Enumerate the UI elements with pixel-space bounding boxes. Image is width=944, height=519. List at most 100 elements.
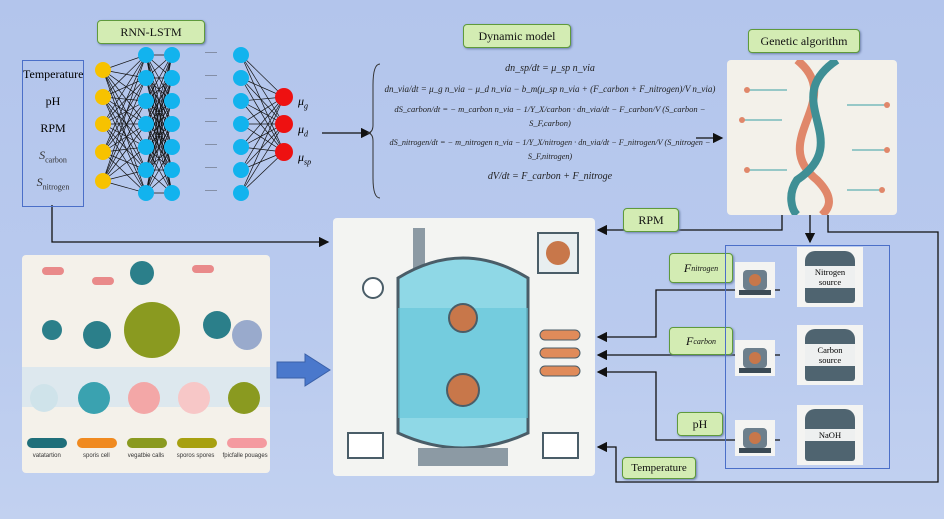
hidden-node bbox=[233, 47, 249, 63]
network-connection bbox=[102, 96, 147, 125]
hidden-node bbox=[164, 116, 180, 132]
layer-ellipsis: ...... bbox=[205, 138, 217, 147]
layer-ellipsis: ...... bbox=[205, 161, 217, 170]
mu-symbol: μ bbox=[298, 122, 305, 136]
hidden-node bbox=[138, 70, 154, 86]
equation-scarbon: dS_carbon/dt = − m_carbon n_via − 1/Y_X/… bbox=[394, 104, 706, 128]
hidden-node bbox=[138, 116, 154, 132]
s-subscript: carbon bbox=[45, 155, 67, 165]
hidden-node bbox=[138, 93, 154, 109]
layer-ellipsis: ...... bbox=[205, 115, 217, 124]
arrows bbox=[51, 127, 939, 483]
network-connection bbox=[102, 123, 147, 182]
network-connection bbox=[102, 77, 147, 125]
network-connection bbox=[102, 146, 147, 182]
f-subscript: carbon bbox=[693, 336, 716, 346]
stage-labels: vatatartion sporis cell vegatbie calls s… bbox=[22, 453, 270, 459]
input-node bbox=[95, 62, 111, 78]
f-symbol: F bbox=[683, 260, 692, 275]
pump-icon bbox=[735, 262, 775, 298]
rpm-label: RPM bbox=[623, 208, 679, 232]
layer-ellipsis: ...... bbox=[205, 184, 217, 193]
input-node bbox=[95, 116, 111, 132]
network-connection bbox=[240, 54, 285, 98]
mu-subscript: g bbox=[304, 101, 309, 111]
input-variables-box: Temperature pH RPM Scarbon Snitrogen bbox=[22, 60, 84, 207]
bioreactor-illustration bbox=[333, 218, 595, 476]
hidden-node bbox=[164, 93, 180, 109]
source-label: Nitrogen source bbox=[805, 266, 855, 288]
network-connection bbox=[102, 77, 147, 182]
input-rpm: RPM bbox=[40, 121, 66, 135]
neural-network: ........................................… bbox=[95, 46, 293, 201]
network-connection bbox=[102, 151, 147, 194]
hidden-node bbox=[233, 93, 249, 109]
feed-sources-box bbox=[725, 245, 890, 469]
source-tank: Carbon source bbox=[797, 325, 863, 385]
network-connection bbox=[240, 151, 285, 194]
hidden-node bbox=[138, 162, 154, 178]
network-connection bbox=[102, 69, 147, 171]
hidden-node bbox=[138, 185, 154, 201]
network-connection bbox=[102, 77, 147, 153]
stage-label: vegatbie calls bbox=[127, 453, 165, 459]
network-connection bbox=[102, 100, 147, 125]
network-connection bbox=[240, 77, 285, 153]
dynamic-model-equations: dn_sp/dt = μ_sp n_via dn_via/dt = μ_g n_… bbox=[380, 62, 720, 190]
genetic-algorithm-label: Genetic algorithm bbox=[748, 29, 860, 53]
mu-subscript: sp bbox=[304, 157, 312, 167]
temperature-label: Temperature bbox=[622, 457, 696, 479]
pump-icon bbox=[735, 340, 775, 376]
hidden-node bbox=[233, 139, 249, 155]
network-connection bbox=[102, 123, 147, 171]
dna-helix-icon bbox=[739, 60, 890, 215]
network-connection bbox=[240, 96, 285, 171]
source-tank: NaOH bbox=[797, 405, 863, 465]
stage-label: sporis cell bbox=[83, 453, 110, 459]
output-variables: μg μd μsp bbox=[298, 94, 311, 178]
f-symbol: F bbox=[685, 333, 694, 348]
output-mu-d: μd bbox=[298, 122, 311, 150]
hidden-node bbox=[164, 139, 180, 155]
arrow-inputs-to-reactor bbox=[51, 205, 330, 248]
network-connection bbox=[145, 54, 173, 148]
layer-ellipsis: ...... bbox=[205, 92, 217, 101]
input-node bbox=[95, 89, 111, 105]
hidden-node bbox=[233, 70, 249, 86]
input-s-carbon: Scarbon bbox=[23, 142, 83, 169]
f-subscript: nitrogen bbox=[691, 263, 719, 273]
big-arrow-icon bbox=[276, 353, 331, 387]
stage-label: fpicfalle pouages bbox=[222, 453, 268, 459]
network-connection bbox=[102, 100, 147, 153]
stage-label: sporos spores bbox=[176, 453, 215, 459]
hidden-node bbox=[138, 139, 154, 155]
equation-snitrogen: dS_nitrogen/dt = − m_nitrogen n_via − 1/… bbox=[389, 138, 711, 161]
output-mu-sp: μsp bbox=[298, 150, 311, 178]
mu-symbol: μ bbox=[298, 94, 305, 108]
s-symbol: S bbox=[36, 175, 43, 189]
network-connection bbox=[145, 54, 173, 125]
hidden-node bbox=[164, 47, 180, 63]
ph-label: pH bbox=[677, 412, 723, 436]
hidden-node bbox=[233, 185, 249, 201]
source-tank: Nitrogen source bbox=[797, 247, 863, 307]
network-connection bbox=[240, 77, 285, 125]
s-subscript: nitrogen bbox=[42, 182, 70, 192]
network-connection bbox=[102, 96, 147, 171]
source-label: Carbon source bbox=[805, 344, 855, 366]
output-node bbox=[275, 115, 293, 133]
network-connection bbox=[102, 96, 147, 148]
layer-ellipsis: ...... bbox=[205, 69, 217, 78]
output-node bbox=[275, 88, 293, 106]
microbe-lifecycle-illustration: vatatartion sporis cell vegatbie calls s… bbox=[22, 255, 270, 473]
dynamic-model-label: Dynamic model bbox=[463, 24, 571, 48]
hidden-node bbox=[164, 162, 180, 178]
hidden-node bbox=[164, 185, 180, 201]
dna-illustration bbox=[727, 60, 897, 215]
stage-label: vatatartion bbox=[32, 453, 61, 459]
input-s-nitrogen: Snitrogen bbox=[23, 169, 83, 196]
equation-nvia: dn_via/dt = μ_g n_via − μ_d n_via − b_m(… bbox=[384, 84, 716, 94]
hidden-node bbox=[138, 47, 154, 63]
